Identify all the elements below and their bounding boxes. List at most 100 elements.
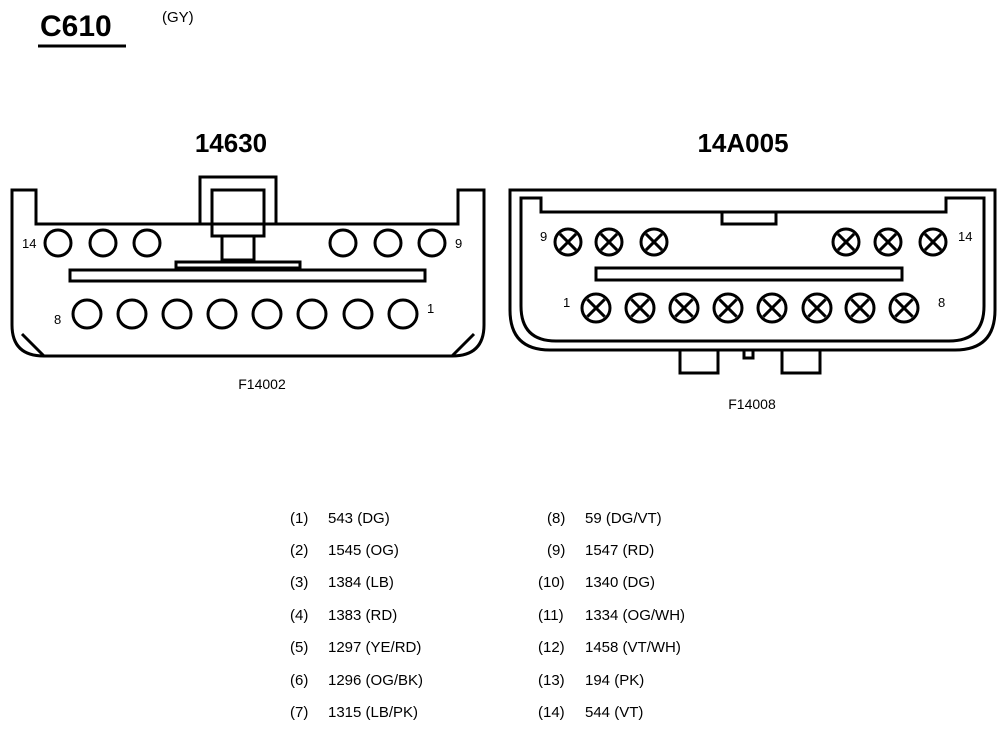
terminal-pin-cross — [894, 298, 914, 318]
legend-circuit: 1297 (YE/RD) — [328, 639, 421, 656]
legend-circuit: 1545 (OG) — [328, 542, 399, 559]
legend-pin: (9) — [547, 542, 565, 559]
pin-cavity — [251, 298, 283, 330]
right-connector-housing-inner — [519, 196, 986, 343]
terminal-pin — [594, 227, 624, 257]
left-bottom-cavities — [71, 298, 419, 330]
left-housing-corner-line — [450, 332, 476, 358]
terminal-pin-cross — [878, 232, 898, 252]
terminal-pin-cross — [850, 298, 870, 318]
terminal-pin-cross — [586, 298, 606, 318]
pin-cavity — [71, 298, 103, 330]
legend-pin: (13) — [538, 672, 565, 689]
terminal-pin — [639, 227, 669, 257]
pin-cavity — [342, 298, 374, 330]
terminal-pin-cross — [558, 232, 578, 252]
pin-cavity — [132, 228, 162, 258]
terminal-pin-cross — [599, 232, 619, 252]
legend-circuit: 544 (VT) — [585, 704, 643, 721]
right-connector-part-number: 14A005 — [697, 128, 788, 158]
legend-pin: (10) — [538, 574, 565, 591]
legend-circuit: 59 (DG/VT) — [585, 510, 662, 527]
left-figure-id: F14002 — [238, 376, 286, 392]
right-bottom-tab — [678, 350, 720, 375]
left-housing-corner-line — [20, 332, 46, 358]
pin-cavity — [387, 298, 419, 330]
left-pin-label-9: 9 — [455, 236, 462, 251]
right-bottom-tab — [780, 350, 822, 375]
terminal-pin-cross — [644, 232, 664, 252]
legend-pin: (7) — [290, 704, 308, 721]
right-figure-id: F14008 — [728, 396, 776, 412]
pin-legend: (1) 543 (DG) (2) 1545 (OG) (3) 1384 (LB)… — [290, 510, 685, 721]
legend-circuit: 543 (DG) — [328, 510, 390, 527]
terminal-pin-cross — [718, 298, 738, 318]
terminal-pin-cross — [923, 232, 943, 252]
right-connector-housing-outer — [508, 188, 997, 352]
left-latch-outer — [198, 175, 278, 226]
color-code: (GY) — [162, 9, 194, 26]
legend-pin: (4) — [290, 607, 308, 624]
legend-pin: (5) — [290, 639, 308, 656]
terminal-pin-cross — [762, 298, 782, 318]
left-latch-inner — [210, 188, 266, 238]
legend-circuit: 1334 (OG/WH) — [585, 607, 685, 624]
legend-pin: (8) — [547, 510, 565, 527]
terminal-pin-cross — [807, 298, 827, 318]
right-pin-label-1: 1 — [563, 295, 570, 310]
terminal-pin — [553, 227, 583, 257]
legend-circuit: 1384 (LB) — [328, 574, 394, 591]
left-connector: 14630 14 9 — [10, 128, 486, 392]
terminal-pin — [844, 292, 876, 324]
terminal-pin — [918, 227, 948, 257]
right-center-nub — [742, 348, 755, 360]
legend-circuit: 1547 (RD) — [585, 542, 654, 559]
terminal-pin-cross — [630, 298, 650, 318]
pin-cavity — [88, 228, 118, 258]
right-connector: 14A005 9 14 1 8 F14008 — [508, 128, 997, 412]
pin-cavity — [161, 298, 193, 330]
terminal-pin — [888, 292, 920, 324]
legend-pin: (2) — [290, 542, 308, 559]
pin-cavity — [206, 298, 238, 330]
terminal-pin-cross — [836, 232, 856, 252]
left-pin-label-14: 14 — [22, 236, 36, 251]
legend-pin: (14) — [538, 704, 565, 721]
terminal-pin — [756, 292, 788, 324]
terminal-pin-cross — [674, 298, 694, 318]
legend-circuit: 1296 (OG/BK) — [328, 672, 423, 689]
left-connector-housing — [10, 188, 486, 358]
terminal-pin — [712, 292, 744, 324]
pin-cavity — [373, 228, 403, 258]
terminal-pin — [668, 292, 700, 324]
right-pin-label-14: 14 — [958, 229, 972, 244]
connector-id: C610 — [40, 10, 112, 43]
legend-circuit: 1315 (LB/PK) — [328, 704, 418, 721]
pin-cavity — [116, 298, 148, 330]
legend-pin: (6) — [290, 672, 308, 689]
left-latch-stem — [220, 234, 256, 262]
pin-cavity — [417, 228, 447, 258]
right-terminal-pins — [553, 227, 948, 324]
legend-pin: (12) — [538, 639, 565, 656]
left-connector-bar — [68, 268, 427, 283]
left-top-cavities — [43, 228, 447, 258]
legend-circuit: 1340 (DG) — [585, 574, 655, 591]
right-connector-bar — [594, 266, 904, 282]
legend-circuit: 194 (PK) — [585, 672, 644, 689]
legend-circuit: 1458 (VT/WH) — [585, 639, 681, 656]
legend-circuit: 1383 (RD) — [328, 607, 397, 624]
terminal-pin — [831, 227, 861, 257]
left-pin-label-8: 8 — [54, 312, 61, 327]
right-pin-label-8: 8 — [938, 295, 945, 310]
terminal-pin — [801, 292, 833, 324]
pin-cavity — [296, 298, 328, 330]
terminal-pin — [873, 227, 903, 257]
right-key-tab — [720, 210, 778, 226]
legend-pin: (3) — [290, 574, 308, 591]
pin-cavity — [43, 228, 73, 258]
terminal-pin — [624, 292, 656, 324]
left-connector-part-number: 14630 — [195, 128, 267, 158]
pin-cavity — [328, 228, 358, 258]
